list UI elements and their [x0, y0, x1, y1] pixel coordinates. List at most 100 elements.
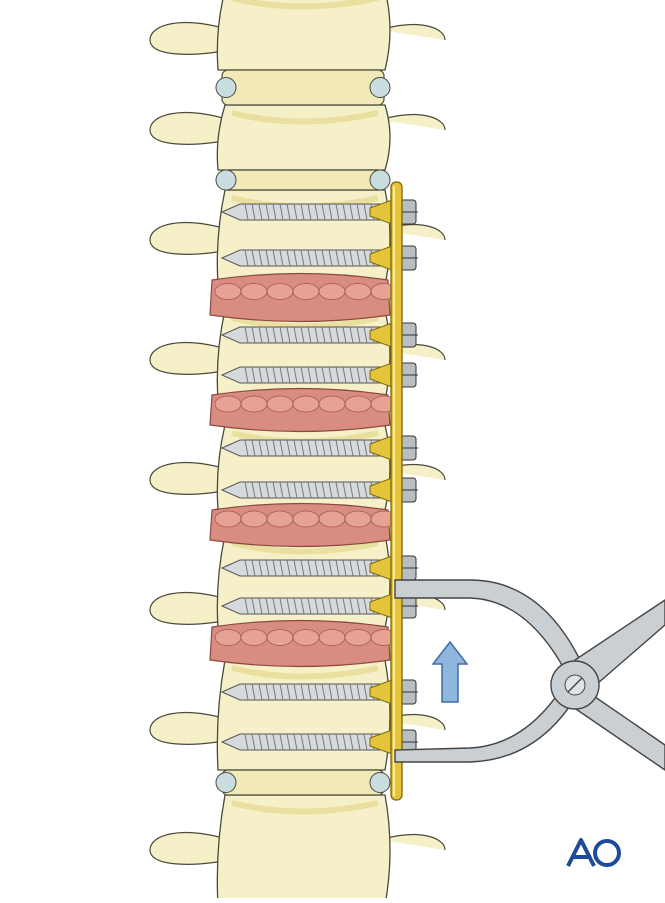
screw-thread [363, 683, 368, 701]
screw-thread [293, 326, 298, 344]
screw-thread [251, 559, 256, 577]
screw-thread [356, 481, 361, 499]
screw-thread [363, 439, 368, 457]
screw-thread [244, 203, 249, 221]
screw-thread [321, 203, 326, 221]
screw-thread [272, 597, 277, 615]
screw-thread [279, 326, 284, 344]
screw-thread [321, 249, 326, 267]
screw-thread [307, 249, 312, 267]
screw-thread [244, 249, 249, 267]
transverse-process-right [379, 23, 446, 41]
screw-thread [293, 481, 298, 499]
facet-joint-right [369, 169, 391, 191]
screw-thread [265, 366, 270, 384]
screw-thread [293, 733, 298, 751]
screw-thread [258, 559, 263, 577]
screw-thread [258, 249, 263, 267]
screw-thread [349, 733, 354, 751]
screw-thread [356, 203, 361, 221]
screw-thread [251, 683, 256, 701]
screw-thread [286, 366, 291, 384]
screw-thread [279, 559, 284, 577]
fixation-rod [390, 181, 403, 801]
screw-thread [307, 733, 312, 751]
screw-thread [244, 733, 249, 751]
screw-thread [342, 203, 347, 221]
screw-thread [244, 366, 249, 384]
graft-chip [292, 629, 320, 646]
screw-thread [307, 439, 312, 457]
screw-thread [279, 249, 284, 267]
screw-thread [272, 481, 277, 499]
screw-thread [286, 559, 291, 577]
graft-chip [344, 283, 372, 300]
screw-thread [349, 481, 354, 499]
screw-thread [314, 481, 319, 499]
screw-thread [328, 683, 333, 701]
screw-thread [300, 366, 305, 384]
vertebral-body [216, 794, 391, 903]
screw-thread [321, 439, 326, 457]
screw-thread [321, 481, 326, 499]
screw-thread [307, 683, 312, 701]
screw-thread [363, 481, 368, 499]
screw-thread [265, 481, 270, 499]
screw-thread [300, 326, 305, 344]
facet-joint-left [215, 77, 237, 98]
graft-chip [318, 395, 346, 413]
screw-thread [335, 597, 340, 615]
screw-thread [251, 597, 256, 615]
screw-thread [321, 597, 326, 615]
screw-thread [265, 439, 270, 457]
transverse-process-right [379, 113, 446, 131]
screw-thread [349, 326, 354, 344]
screw-thread [293, 249, 298, 267]
screw-thread [321, 559, 326, 577]
screw-thread [244, 481, 249, 499]
screw-thread [258, 733, 263, 751]
intervertebral-disc [221, 769, 385, 796]
screw-thread [307, 559, 312, 577]
screw-thread [279, 366, 284, 384]
screw-thread [356, 366, 361, 384]
screw-thread [286, 249, 291, 267]
transverse-process-left [149, 592, 231, 625]
direction-arrow [431, 640, 469, 703]
screw-thread [335, 326, 340, 344]
screw-thread [342, 683, 347, 701]
screw-thread [300, 203, 305, 221]
facet-joint-right [369, 772, 391, 793]
transverse-process-left [149, 712, 231, 745]
screw-thread [293, 203, 298, 221]
screw-thread [300, 249, 305, 267]
screw-thread [363, 366, 368, 384]
graft-chip [214, 510, 242, 528]
screw-thread [349, 249, 354, 267]
screw-thread [307, 326, 312, 344]
screw-thread [272, 203, 277, 221]
screw-thread [300, 683, 305, 701]
screw-thread [335, 559, 340, 577]
screw-thread [328, 326, 333, 344]
screw-thread [328, 249, 333, 267]
screw-thread [356, 249, 361, 267]
screw-thread [293, 559, 298, 577]
screw-thread [349, 683, 354, 701]
screw-thread [279, 481, 284, 499]
logo-letter-a [566, 838, 596, 867]
screw-thread [335, 203, 340, 221]
screw-thread [335, 733, 340, 751]
screw-thread [265, 203, 270, 221]
screw-thread [314, 439, 319, 457]
screw-thread [363, 326, 368, 344]
screw-thread [251, 481, 256, 499]
screw-thread [349, 597, 354, 615]
screw-thread [286, 597, 291, 615]
screw-thread [293, 366, 298, 384]
screw-thread [321, 326, 326, 344]
screw-thread [265, 683, 270, 701]
screw-thread [356, 439, 361, 457]
graft-chip [344, 510, 372, 528]
screw-thread [363, 249, 368, 267]
